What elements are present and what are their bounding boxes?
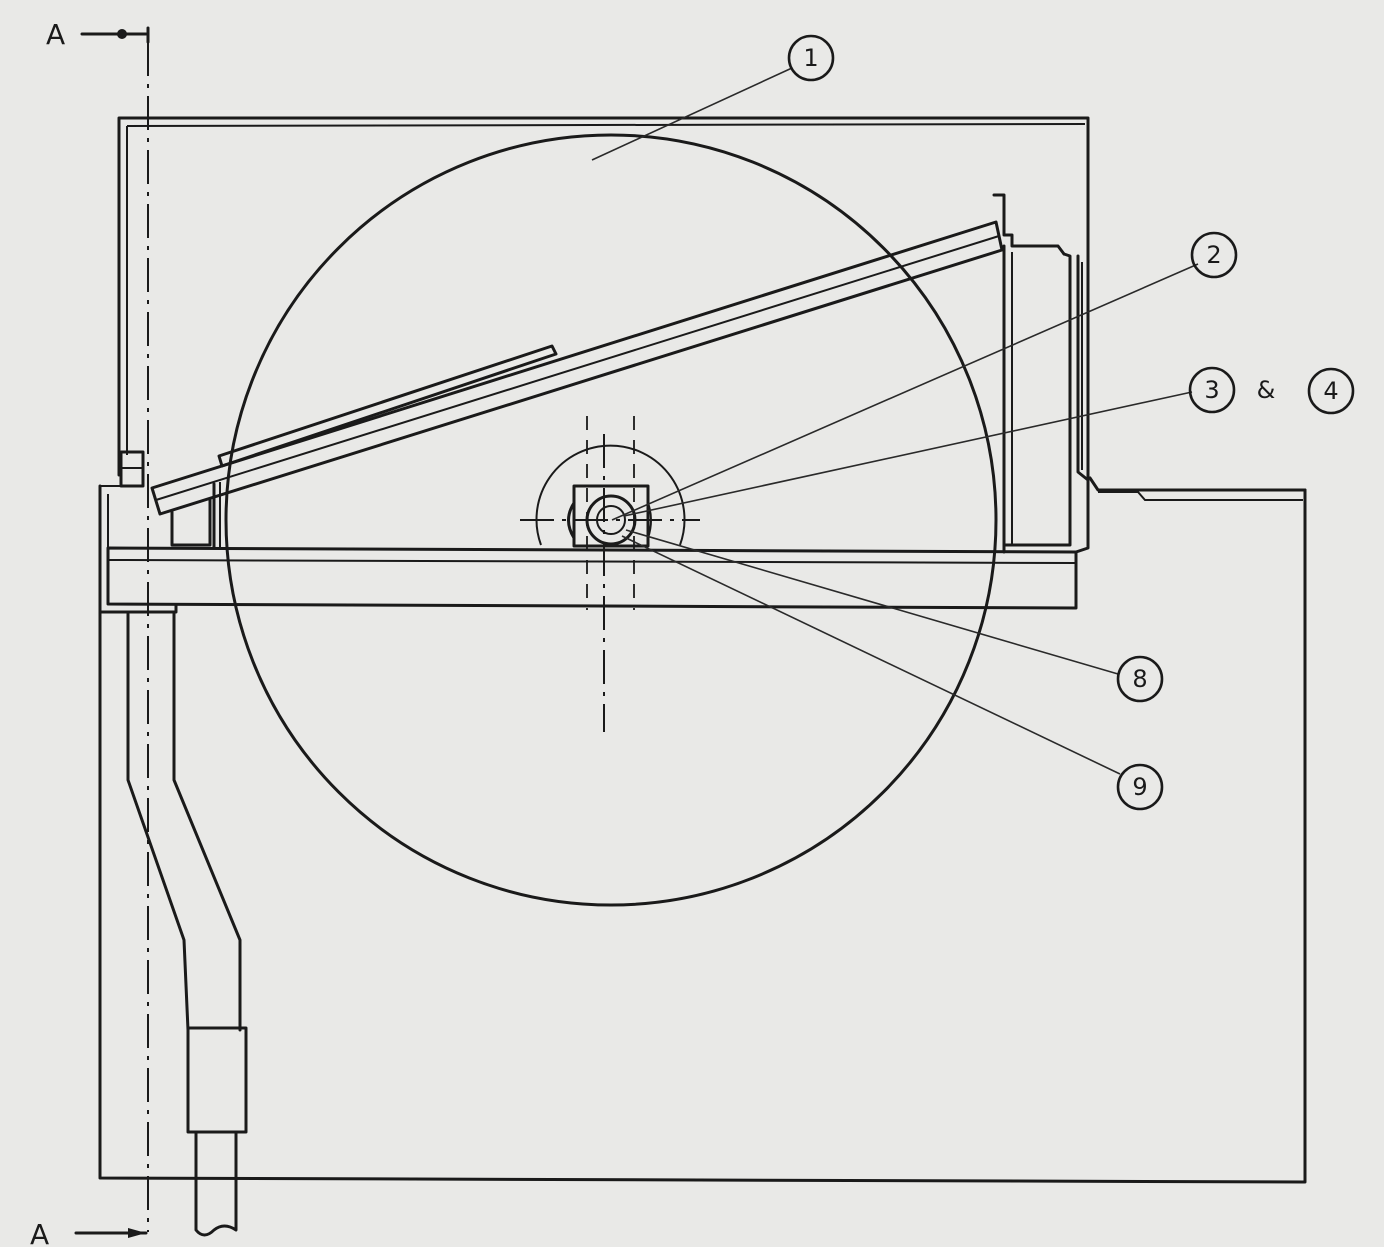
balloon-1-label: 1: [803, 44, 818, 72]
right-upright: [1002, 244, 1090, 554]
left-pivot-block: [119, 450, 145, 488]
balloon-3-label: 3: [1204, 376, 1219, 404]
balloon-3: 3: [1188, 366, 1236, 414]
outlet-lip: [1088, 476, 1307, 492]
hub-assembly: [535, 444, 686, 548]
balloon-8-label: 8: [1132, 665, 1147, 693]
base-beam: [98, 484, 1078, 614]
section-marker-top: A: [46, 18, 150, 51]
leader-lines: [591, 67, 1199, 775]
section-marker-bottom: A: [30, 1218, 148, 1247]
balloon-2-label: 2: [1206, 241, 1221, 269]
balloon-1: 1: [787, 34, 835, 82]
upper-housing: [117, 116, 1090, 480]
balloon-4: 4: [1307, 367, 1355, 415]
outlet-pipe: [126, 610, 248, 1237]
disc: [224, 133, 998, 907]
ampersand-label: &: [1257, 376, 1276, 404]
inclined-arm: [150, 193, 1066, 550]
lower-tank: [98, 488, 1307, 1184]
balloon-9-label: 9: [1132, 773, 1147, 801]
section-label-bottom: A: [30, 1218, 49, 1247]
balloon-8: 8: [1116, 655, 1164, 703]
balloon-2: 2: [1190, 231, 1238, 279]
section-label-top: A: [46, 18, 65, 51]
balloon-4-label: 4: [1323, 377, 1338, 405]
pipe-coupling: [186, 1026, 248, 1134]
balloon-9: 9: [1116, 763, 1164, 811]
